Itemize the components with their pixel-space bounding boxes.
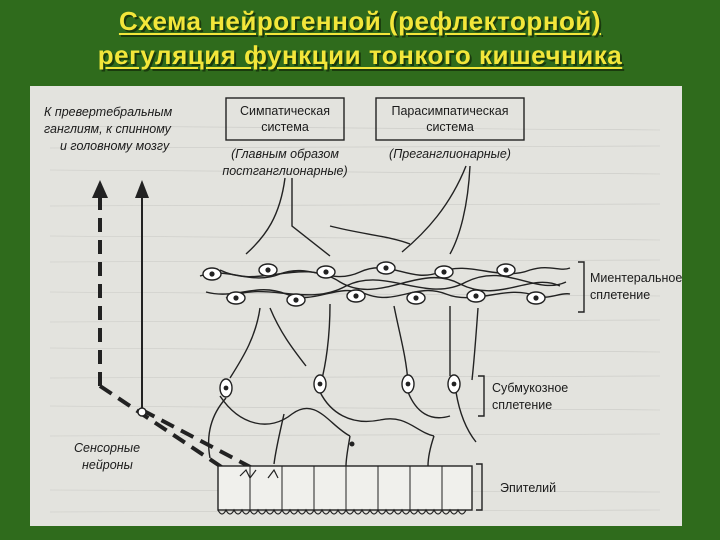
ganglia-label: К превертебральным ганглиям, к спинному …: [44, 105, 173, 153]
ganglia-label-line-1: К превертебральным: [44, 105, 173, 119]
sensory-label-line-1: Сенсорные: [74, 441, 140, 455]
title-line-1: Схема нейрогенной (рефлекторной): [118, 6, 602, 36]
epithelium-layer: [217, 465, 473, 515]
sympathetic-box-line-1: Симпатическая: [240, 104, 330, 118]
myenteric-label-line-1: Миентеральное: [590, 271, 682, 285]
epithelium-label: Эпителий: [500, 481, 556, 495]
ganglia-label-line-3: и головному мозгу: [60, 139, 170, 153]
sensory-ending: [239, 468, 257, 480]
parasympathetic-box-line-2: система: [426, 120, 474, 134]
interplexus-fibers: [229, 303, 479, 387]
sensory-junction: [137, 407, 147, 417]
epithelium-bracket: [476, 463, 483, 511]
dashed-path-lower: [98, 384, 228, 472]
sensory-label-line-2: нейроны: [82, 458, 133, 472]
ganglia-label-line-2: ганглиям, к спинному: [44, 122, 172, 136]
sympathetic-box: [225, 97, 345, 141]
submucosal-bracket: [478, 375, 485, 417]
descending-fibers: [245, 165, 471, 257]
microvilli: [217, 508, 467, 515]
slide-title: Схема нейрогенной (рефлекторной) регуляц…: [0, 4, 720, 72]
sympathetic-note-line-1: (Главным образом: [231, 147, 339, 161]
myenteric-bracket: [578, 261, 585, 313]
parasympathetic-box-line-1: Парасимпатическая: [392, 104, 509, 118]
submucosal-label-line-1: Субмукозное: [492, 381, 568, 395]
sensory-ending: [267, 468, 279, 479]
parasympathetic-note: (Преганглионарные): [389, 147, 511, 161]
ascending-pathways: [92, 180, 257, 472]
dashed-path-upper: [141, 408, 257, 472]
parasympathetic-box: [375, 97, 525, 141]
title-line-2: регуляция функции тонкого кишечника: [97, 40, 623, 70]
arrow-head-right: [135, 180, 149, 198]
arrow-head-left: [92, 180, 108, 198]
sympathetic-note-line-2: постганглионарные): [222, 164, 347, 178]
myenteric-label-line-2: сплетение: [590, 288, 650, 302]
submucosal-plexus: [207, 374, 477, 467]
myenteric-plexus: [199, 261, 571, 307]
diagram-svg: К превертебральным ганглиям, к спинному …: [44, 97, 682, 515]
sympathetic-box-line-2: система: [261, 120, 309, 134]
submucosal-label-line-2: сплетение: [492, 398, 552, 412]
diagram-figure: К превертебральным ганглиям, к спинному …: [30, 86, 682, 526]
